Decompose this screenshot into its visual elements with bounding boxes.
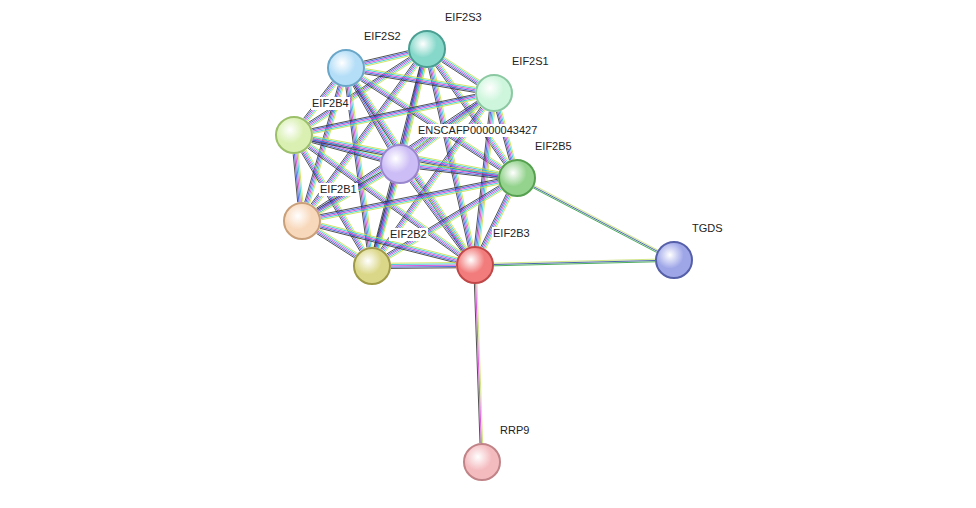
node-circle — [327, 49, 365, 87]
node-label: RRP9 — [499, 424, 530, 437]
node-circle — [498, 159, 536, 197]
evidence-line — [317, 234, 355, 258]
evidence-line — [420, 168, 498, 177]
protein-node: EIF2S3 — [408, 30, 446, 68]
evidence-line — [321, 224, 457, 259]
node-circle — [655, 241, 693, 279]
protein-node: EIF2B5 — [498, 159, 536, 197]
evidence-line — [365, 70, 476, 89]
node-circle — [275, 116, 313, 154]
interaction-edge — [316, 101, 479, 212]
evidence-line — [311, 144, 461, 252]
evidence-line — [351, 87, 372, 247]
evidence-line — [391, 265, 456, 267]
evidence-line — [320, 226, 456, 261]
evidence-line — [534, 187, 657, 251]
node-label: EIF2B2 — [389, 228, 428, 241]
evidence-line — [346, 87, 367, 247]
protein-node: EIF2B4 — [275, 116, 313, 154]
evidence-line — [391, 262, 456, 264]
evidence-line — [365, 69, 476, 88]
evidence-line — [476, 284, 482, 443]
evidence-line — [477, 284, 483, 443]
evidence-line — [533, 188, 656, 253]
evidence-line — [293, 154, 298, 202]
evidence-line — [350, 87, 371, 247]
evidence-line — [534, 186, 657, 251]
interaction-edge — [293, 154, 303, 203]
evidence-line — [365, 72, 476, 91]
evidence-line — [420, 165, 498, 174]
interaction-edge — [420, 164, 499, 179]
evidence-line — [349, 87, 370, 247]
protein-node: EIF2B1 — [283, 202, 321, 240]
node-label: EIF2S2 — [363, 30, 402, 43]
evidence-line — [420, 169, 498, 178]
node-label: EIF2B4 — [311, 97, 350, 110]
evidence-line — [318, 104, 478, 211]
evidence-line — [317, 172, 381, 209]
protein-node: EIF2S1 — [475, 74, 513, 112]
evidence-line — [364, 74, 475, 93]
interaction-edge — [533, 186, 658, 253]
protein-node: RRP9 — [463, 443, 501, 481]
interaction-edge — [494, 259, 655, 266]
node-circle — [463, 443, 501, 481]
evidence-line — [310, 145, 460, 253]
evidence-line — [494, 262, 655, 266]
node-label: TGDS — [691, 222, 724, 235]
evidence-line — [391, 267, 456, 269]
protein-node: EIF2S2 — [327, 49, 365, 87]
node-label: EIF2S3 — [444, 11, 483, 24]
evidence-line — [391, 266, 456, 268]
node-label: EIF2B3 — [492, 227, 531, 240]
node-label: EIF2S1 — [511, 55, 550, 68]
node-circle — [283, 202, 321, 240]
node-label: ENSCAFP00000043427 — [417, 124, 538, 137]
interaction-edge — [481, 194, 511, 249]
protein-node: TGDS — [655, 241, 693, 279]
evidence-line — [420, 164, 498, 173]
evidence-line — [319, 105, 479, 212]
evidence-line — [347, 87, 368, 247]
node-circle — [456, 246, 494, 284]
interaction-edge — [474, 284, 482, 443]
interaction-edge — [391, 263, 456, 269]
evidence-line — [319, 106, 479, 213]
protein-node: EIF2B2 — [353, 247, 391, 285]
evidence-line — [321, 223, 457, 258]
evidence-line — [484, 196, 510, 249]
evidence-line — [420, 166, 498, 175]
evidence-line — [364, 51, 408, 61]
node-label: EIF2B5 — [534, 140, 573, 153]
evidence-line — [365, 71, 476, 90]
evidence-line — [364, 52, 408, 62]
node-circle — [353, 247, 391, 285]
protein-node: ENSCAFP00000043427 — [380, 144, 420, 184]
evidence-line — [391, 263, 456, 265]
evidence-line — [474, 284, 480, 443]
node-circle — [408, 30, 446, 68]
node-circle — [475, 74, 513, 112]
node-circle — [380, 144, 420, 184]
node-label: EIF2B1 — [319, 183, 358, 196]
evidence-line — [486, 196, 512, 249]
protein-node: EIF2B3 — [456, 246, 494, 284]
